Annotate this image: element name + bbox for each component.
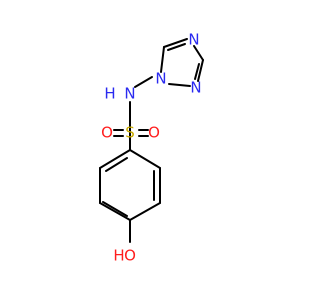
structure-diagram: N H N N N S O O O H bbox=[99, 31, 204, 265]
molecule-canvas: N H N N N S O O O H bbox=[99, 30, 204, 265]
bond-triazole-5 bbox=[168, 83, 191, 87]
atom-o-left: O bbox=[101, 124, 113, 142]
atom-labels: N H N N N S O O O H bbox=[101, 31, 202, 265]
atom-o-right: O bbox=[148, 124, 160, 142]
atom-h-sulfonamide: H bbox=[104, 85, 115, 103]
atom-o-hydroxyl: O bbox=[124, 247, 136, 265]
atom-n-triazole-ring: N bbox=[155, 70, 166, 88]
atom-h-hydroxyl: H bbox=[113, 247, 124, 265]
bonds bbox=[99, 38, 204, 243]
bond-triazole-double-2 bbox=[194, 63, 200, 80]
atom-s: S bbox=[125, 124, 135, 142]
bond-triazole-double-1 bbox=[167, 43, 186, 51]
atom-n-triazole-top: N bbox=[188, 31, 199, 49]
bond-ring-double-3 bbox=[105, 157, 128, 172]
bond-triazole-1 bbox=[160, 46, 165, 73]
bond-ring-6 bbox=[99, 149, 131, 169]
bond-triazole-2 bbox=[163, 38, 188, 48]
bond-ring-4 bbox=[99, 202, 131, 221]
atom-n-sulfonamide: N bbox=[124, 85, 135, 103]
bond-ring-3 bbox=[129, 202, 161, 221]
bond-n-triazole bbox=[134, 76, 153, 88]
bond-ring-1 bbox=[129, 149, 161, 169]
bond-ring-double-2 bbox=[102, 201, 128, 217]
bond-triazole-3 bbox=[193, 45, 204, 61]
bond-triazole-4 bbox=[197, 59, 204, 82]
atom-n-triazole-right: N bbox=[190, 79, 201, 97]
